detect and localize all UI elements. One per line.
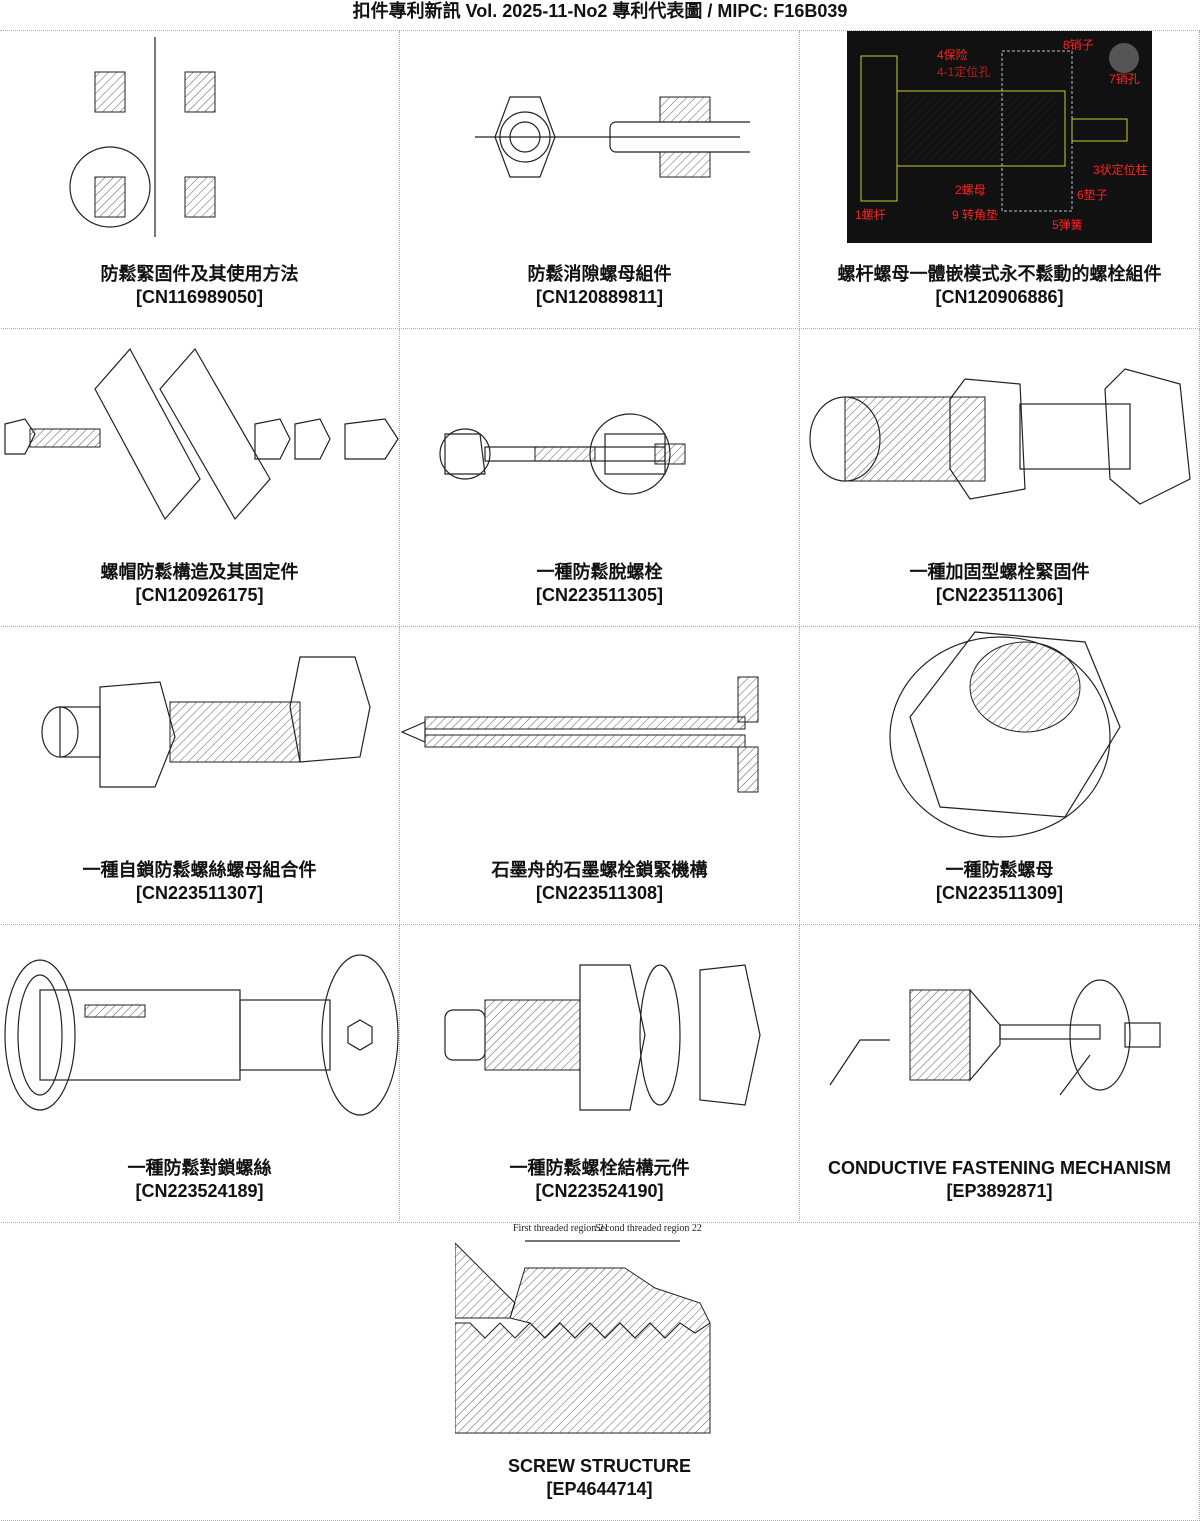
patent-drawing (800, 925, 1199, 1137)
patent-title: 一種防鬆螺栓結構元件 (509, 1157, 690, 1178)
patent-number[interactable]: [EP3892871] (946, 1180, 1053, 1201)
patent-number[interactable]: [CN120889811] (535, 286, 664, 307)
page-title: 扣件專利新訊 Vol. 2025-11-No2 專利代表圖 / MIPC: F1… (352, 1, 848, 21)
patent-card: CONDUCTIVE FASTENING MECHANISM[EP3892871… (799, 925, 1200, 1223)
cad-label: 1螺杆 (855, 208, 886, 222)
patent-number[interactable]: [CN120926175] (135, 584, 264, 605)
patent-drawing (400, 627, 799, 839)
cad-label: 3状定位柱 (1093, 162, 1148, 177)
cad-label: 4保险 (937, 47, 968, 62)
patent-card: 一種加固型螺栓緊固件[CN223511306] (799, 329, 1200, 627)
patent-number[interactable]: [CN120906886] (935, 286, 1064, 307)
patent-card: 一種防鬆對鎖螺絲[CN223524189] (0, 925, 400, 1223)
patent-card: 石墨舟的石墨螺栓鎖緊機構[CN223511308] (399, 627, 800, 925)
patent-number[interactable]: [CN223524189] (135, 1180, 264, 1201)
patent-title: SCREW STRUCTURE (508, 1455, 691, 1476)
patent-title: CONDUCTIVE FASTENING MECHANISM (827, 1157, 1171, 1178)
patent-number[interactable]: [CN223511305] (535, 584, 664, 605)
patent-drawing (0, 329, 399, 541)
patent-title: 一種自鎖防鬆螺絲螺母組合件 (82, 859, 317, 880)
cad-label: 8销子 (1063, 38, 1094, 52)
cad-label: 4-1定位孔 (937, 64, 990, 79)
patent-drawing (0, 627, 399, 839)
cad-label: 5弹簧 (1052, 217, 1083, 232)
patent-drawing (800, 329, 1199, 541)
cad-label: 9 转角垫 (952, 207, 998, 222)
patent-title: 一種加固型螺栓緊固件 (909, 561, 1090, 582)
patent-card: 防鬆消隙螺母組件[CN120889811] (399, 31, 800, 329)
patent-card: 4保险 4-1定位孔 8销子 7销孔 3状定位柱 2螺母 6垫子 1螺杆 9 转角垫 5弹簧 螺杆… (799, 31, 1200, 329)
patent-number[interactable]: [CN116989050] (135, 286, 264, 307)
patent-drawing (400, 925, 799, 1137)
region-label: First threaded region 21 (513, 1223, 609, 1234)
patent-card: 防鬆緊固件及其使用方法[CN116989050] (0, 31, 400, 329)
cad-label: 7销孔 (1109, 72, 1140, 86)
patent-card: 一種自鎖防鬆螺絲螺母組合件[CN223511307] (0, 627, 400, 925)
patent-drawing: 4保险 4-1定位孔 8销子 7销孔 3状定位柱 2螺母 6垫子 1螺杆 9 转角垫 5弹簧 (800, 31, 1199, 243)
patent-title: 螺杆螺母一體嵌模式永不鬆動的螺栓組件 (837, 263, 1162, 284)
patent-title: 防鬆消隙螺母組件 (527, 263, 672, 284)
patent-drawing (400, 31, 799, 243)
patent-card: 一種防鬆螺栓結構元件[CN223524190] (399, 925, 800, 1223)
patent-drawing (0, 31, 399, 243)
patent-number[interactable]: [CN223511306] (935, 584, 1064, 605)
patent-drawing (400, 329, 799, 541)
patent-number[interactable]: [CN223511307] (135, 882, 264, 903)
patent-title: 石墨舟的石墨螺栓鎖緊機構 (491, 859, 708, 880)
patent-title: 一種防鬆對鎖螺絲 (127, 1157, 272, 1178)
patent-title: 一種防鬆脫螺栓 (536, 561, 663, 582)
patent-title: 防鬆緊固件及其使用方法 (100, 263, 299, 284)
patent-title: 一種防鬆螺母 (945, 859, 1054, 880)
patent-drawing (800, 627, 1199, 839)
patent-card: 螺帽防鬆構造及其固定件[CN120926175] (0, 329, 400, 627)
patent-number[interactable]: [CN223511309] (935, 882, 1064, 903)
patent-number[interactable]: [CN223524190] (535, 1180, 664, 1201)
patent-card: 一種防鬆螺母[CN223511309] (799, 627, 1200, 925)
patent-drawing (0, 925, 399, 1137)
region-label: Second threaded region 22 (595, 1223, 702, 1234)
cad-label: 2螺母 (955, 183, 986, 197)
patent-card: 一種防鬆脫螺栓[CN223511305] (399, 329, 800, 627)
patent-grid: 防鬆緊固件及其使用方法[CN116989050] 防鬆消隙螺母組件[CN1208… (0, 30, 1200, 1521)
cad-label: 6垫子 (1077, 187, 1108, 202)
patent-title: 螺帽防鬆構造及其固定件 (100, 561, 299, 582)
patent-number[interactable]: [CN223511308] (535, 882, 664, 903)
patent-number[interactable]: [EP4644714] (546, 1478, 653, 1499)
